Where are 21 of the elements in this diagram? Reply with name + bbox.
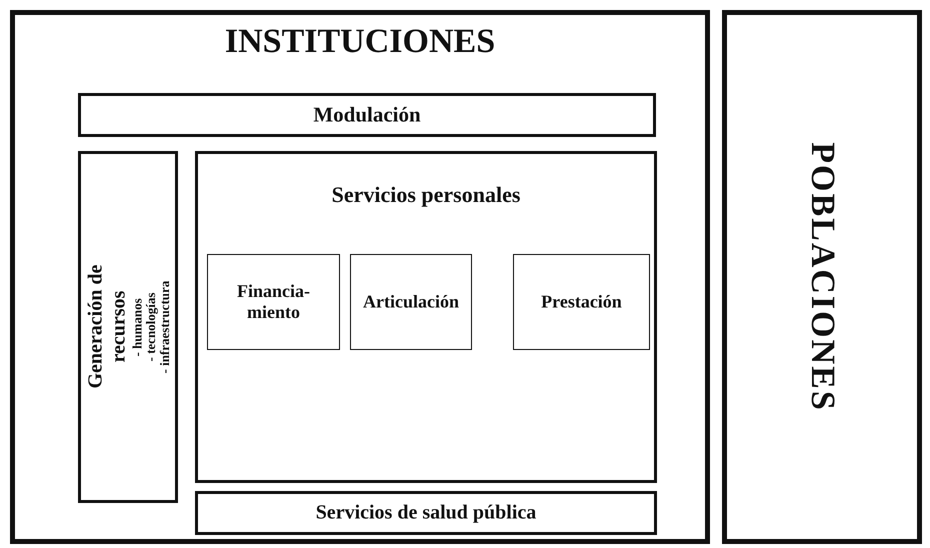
panel-heading: Servicios personales [330, 182, 522, 208]
function-box [513, 254, 650, 350]
institutions-panel [10, 10, 710, 544]
column-label: Generación de recursos [84, 264, 131, 391]
bar-label: Modulación [312, 102, 422, 128]
services-panel [195, 151, 657, 483]
panel-title: POBLACIONES [803, 142, 841, 412]
public-health-bar [195, 491, 657, 535]
box-label: Prestación [540, 292, 623, 312]
box-label: Articulación [362, 292, 460, 312]
list-item: - infraestructura [158, 280, 172, 376]
function-box [350, 254, 472, 350]
box-label: Financia- miento [236, 281, 311, 323]
list-item: - humanos [130, 296, 144, 358]
modulation-bar [78, 93, 656, 137]
function-box [207, 254, 340, 350]
list-item: - tecnologías [144, 292, 158, 364]
bar-label: Servicios de salud pública [314, 502, 538, 524]
populations-panel [722, 10, 922, 544]
panel-title: INSTITUCIONES [224, 23, 496, 61]
resources-column [78, 151, 178, 503]
